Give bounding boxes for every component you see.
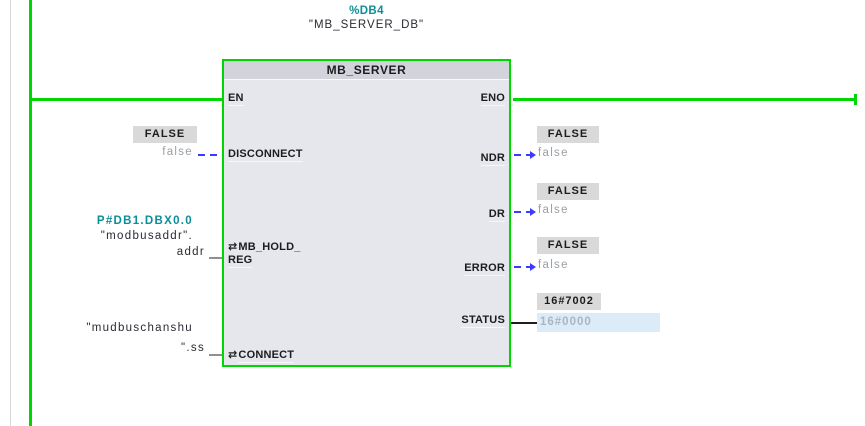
editor-margin-line bbox=[10, 0, 11, 426]
connect-operand-wire bbox=[209, 354, 222, 356]
operand-mb-hold-reg-tag-member[interactable]: addr bbox=[176, 246, 205, 258]
power-rail bbox=[29, 0, 32, 426]
pin-eno[interactable]: ENO bbox=[480, 92, 505, 106]
eno-wire bbox=[513, 98, 855, 101]
operand-mb-hold-reg-address[interactable]: P#DB1.DBX0.0 bbox=[96, 215, 193, 227]
monitor-box-status: 16#7002 bbox=[537, 293, 601, 310]
error-wire-arrowhead-icon bbox=[530, 263, 536, 271]
pin-connect[interactable]: ⇄CONNECT bbox=[228, 349, 295, 363]
pin-status[interactable]: STATUS bbox=[461, 314, 505, 328]
mb-hold-reg-operand-wire bbox=[209, 257, 222, 259]
monitor-box-dr: FALSE bbox=[537, 183, 599, 200]
ndr-wire-arrowhead-icon bbox=[530, 151, 536, 159]
pin-mb-hold-reg[interactable]: ⇄MB_HOLD_ bbox=[228, 241, 301, 253]
function-block[interactable]: MB_SERVER EN ENO DISCONNECT NDR DR ⇄MB_H… bbox=[222, 59, 511, 367]
online-value-ndr: false bbox=[538, 147, 569, 159]
dr-wire-arrowhead-icon bbox=[530, 208, 536, 216]
pin-mb-hold-reg-line2[interactable]: REG bbox=[228, 254, 253, 268]
instance-db-callout[interactable]: %DB4 "MB_SERVER_DB" bbox=[222, 5, 511, 31]
ndr-monitor-wire bbox=[514, 154, 531, 156]
pin-error[interactable]: ERROR bbox=[464, 262, 505, 276]
online-value-dr: false bbox=[538, 204, 569, 216]
disconnect-monitor-wire bbox=[198, 154, 221, 156]
pin-en[interactable]: EN bbox=[228, 92, 244, 106]
online-value-disconnect: false bbox=[162, 146, 193, 158]
monitor-box-ndr: FALSE bbox=[537, 126, 599, 143]
inout-arrows-icon: ⇄ bbox=[228, 349, 238, 361]
pin-ndr[interactable]: NDR bbox=[480, 152, 505, 166]
instance-db-name[interactable]: "MB_SERVER_DB" bbox=[308, 19, 425, 31]
instance-db-address[interactable]: %DB4 bbox=[349, 5, 384, 17]
en-wire bbox=[31, 98, 222, 101]
operand-mb-hold-reg-tag[interactable]: "modbusaddr". bbox=[100, 230, 193, 242]
block-title: MB_SERVER bbox=[224, 61, 509, 80]
online-value-error: false bbox=[538, 259, 569, 271]
pin-disconnect[interactable]: DISCONNECT bbox=[228, 148, 303, 162]
error-monitor-wire bbox=[514, 266, 531, 268]
monitor-box-disconnect: FALSE bbox=[133, 126, 197, 143]
monitor-box-error: FALSE bbox=[537, 237, 599, 254]
operand-connect-tag-member[interactable]: ".ss bbox=[181, 342, 205, 354]
dr-monitor-wire bbox=[514, 211, 531, 213]
status-operand-wire bbox=[511, 322, 537, 324]
modify-value-status[interactable]: 16#0000 bbox=[537, 313, 660, 332]
inout-arrows-icon: ⇄ bbox=[228, 241, 238, 253]
operand-connect-tag[interactable]: "mudbuschanshu bbox=[86, 322, 193, 334]
eno-wire-endcap bbox=[854, 94, 857, 105]
pin-dr[interactable]: DR bbox=[488, 208, 505, 222]
